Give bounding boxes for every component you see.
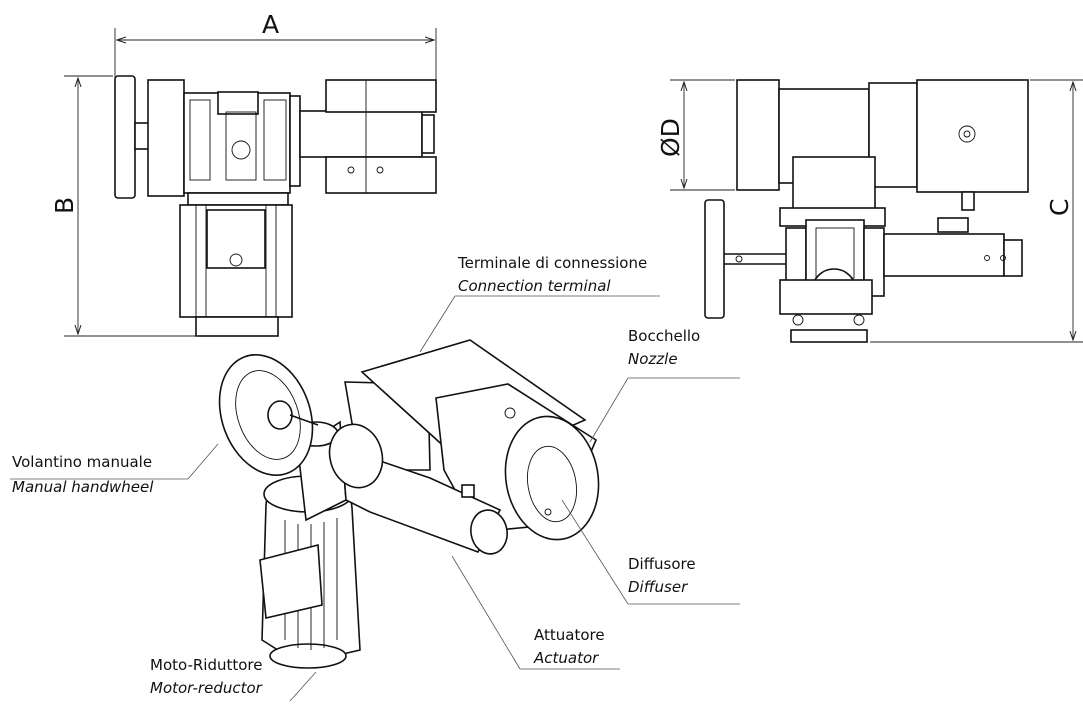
callout-motor-reductor-en: Motor-reductor bbox=[150, 679, 263, 697]
dimension-a-label: A bbox=[262, 10, 279, 39]
callout-actuator: Attuatore Actuator bbox=[533, 626, 605, 667]
callout-diffuser-it: Diffusore bbox=[628, 555, 696, 573]
isometric-view bbox=[218, 339, 600, 669]
callout-connection-terminal-it: Terminale di connessione bbox=[457, 254, 647, 272]
callout-actuator-en: Actuator bbox=[533, 649, 599, 667]
callout-connection-terminal-en: Connection terminal bbox=[458, 277, 611, 295]
callout-nozzle-it: Bocchello bbox=[628, 327, 700, 345]
callout-handwheel-it: Volantino manuale bbox=[12, 453, 152, 471]
dimension-d-label: ØD bbox=[656, 118, 685, 157]
callout-motor-reductor: Moto-Riduttore Motor-reductor bbox=[150, 656, 263, 697]
callout-actuator-it: Attuatore bbox=[534, 626, 605, 644]
dimension-b-label: B bbox=[50, 197, 79, 214]
top-view: A B bbox=[50, 10, 437, 337]
side-view: ØD C bbox=[656, 79, 1083, 343]
callout-motor-reductor-it: Moto-Riduttore bbox=[150, 656, 263, 674]
callout-connection-terminal: Terminale di connessione Connection term… bbox=[457, 254, 647, 295]
callout-handwheel: Volantino manuale Manual handwheel bbox=[12, 453, 154, 496]
callout-nozzle-en: Nozzle bbox=[628, 350, 678, 368]
leader-lines bbox=[10, 295, 740, 702]
callout-handwheel-en: Manual handwheel bbox=[12, 478, 154, 496]
callout-diffuser: Diffusore Diffuser bbox=[628, 555, 696, 596]
callout-nozzle: Bocchello Nozzle bbox=[628, 327, 700, 368]
dimension-c-label: C bbox=[1045, 199, 1074, 216]
callout-diffuser-en: Diffuser bbox=[628, 578, 688, 596]
